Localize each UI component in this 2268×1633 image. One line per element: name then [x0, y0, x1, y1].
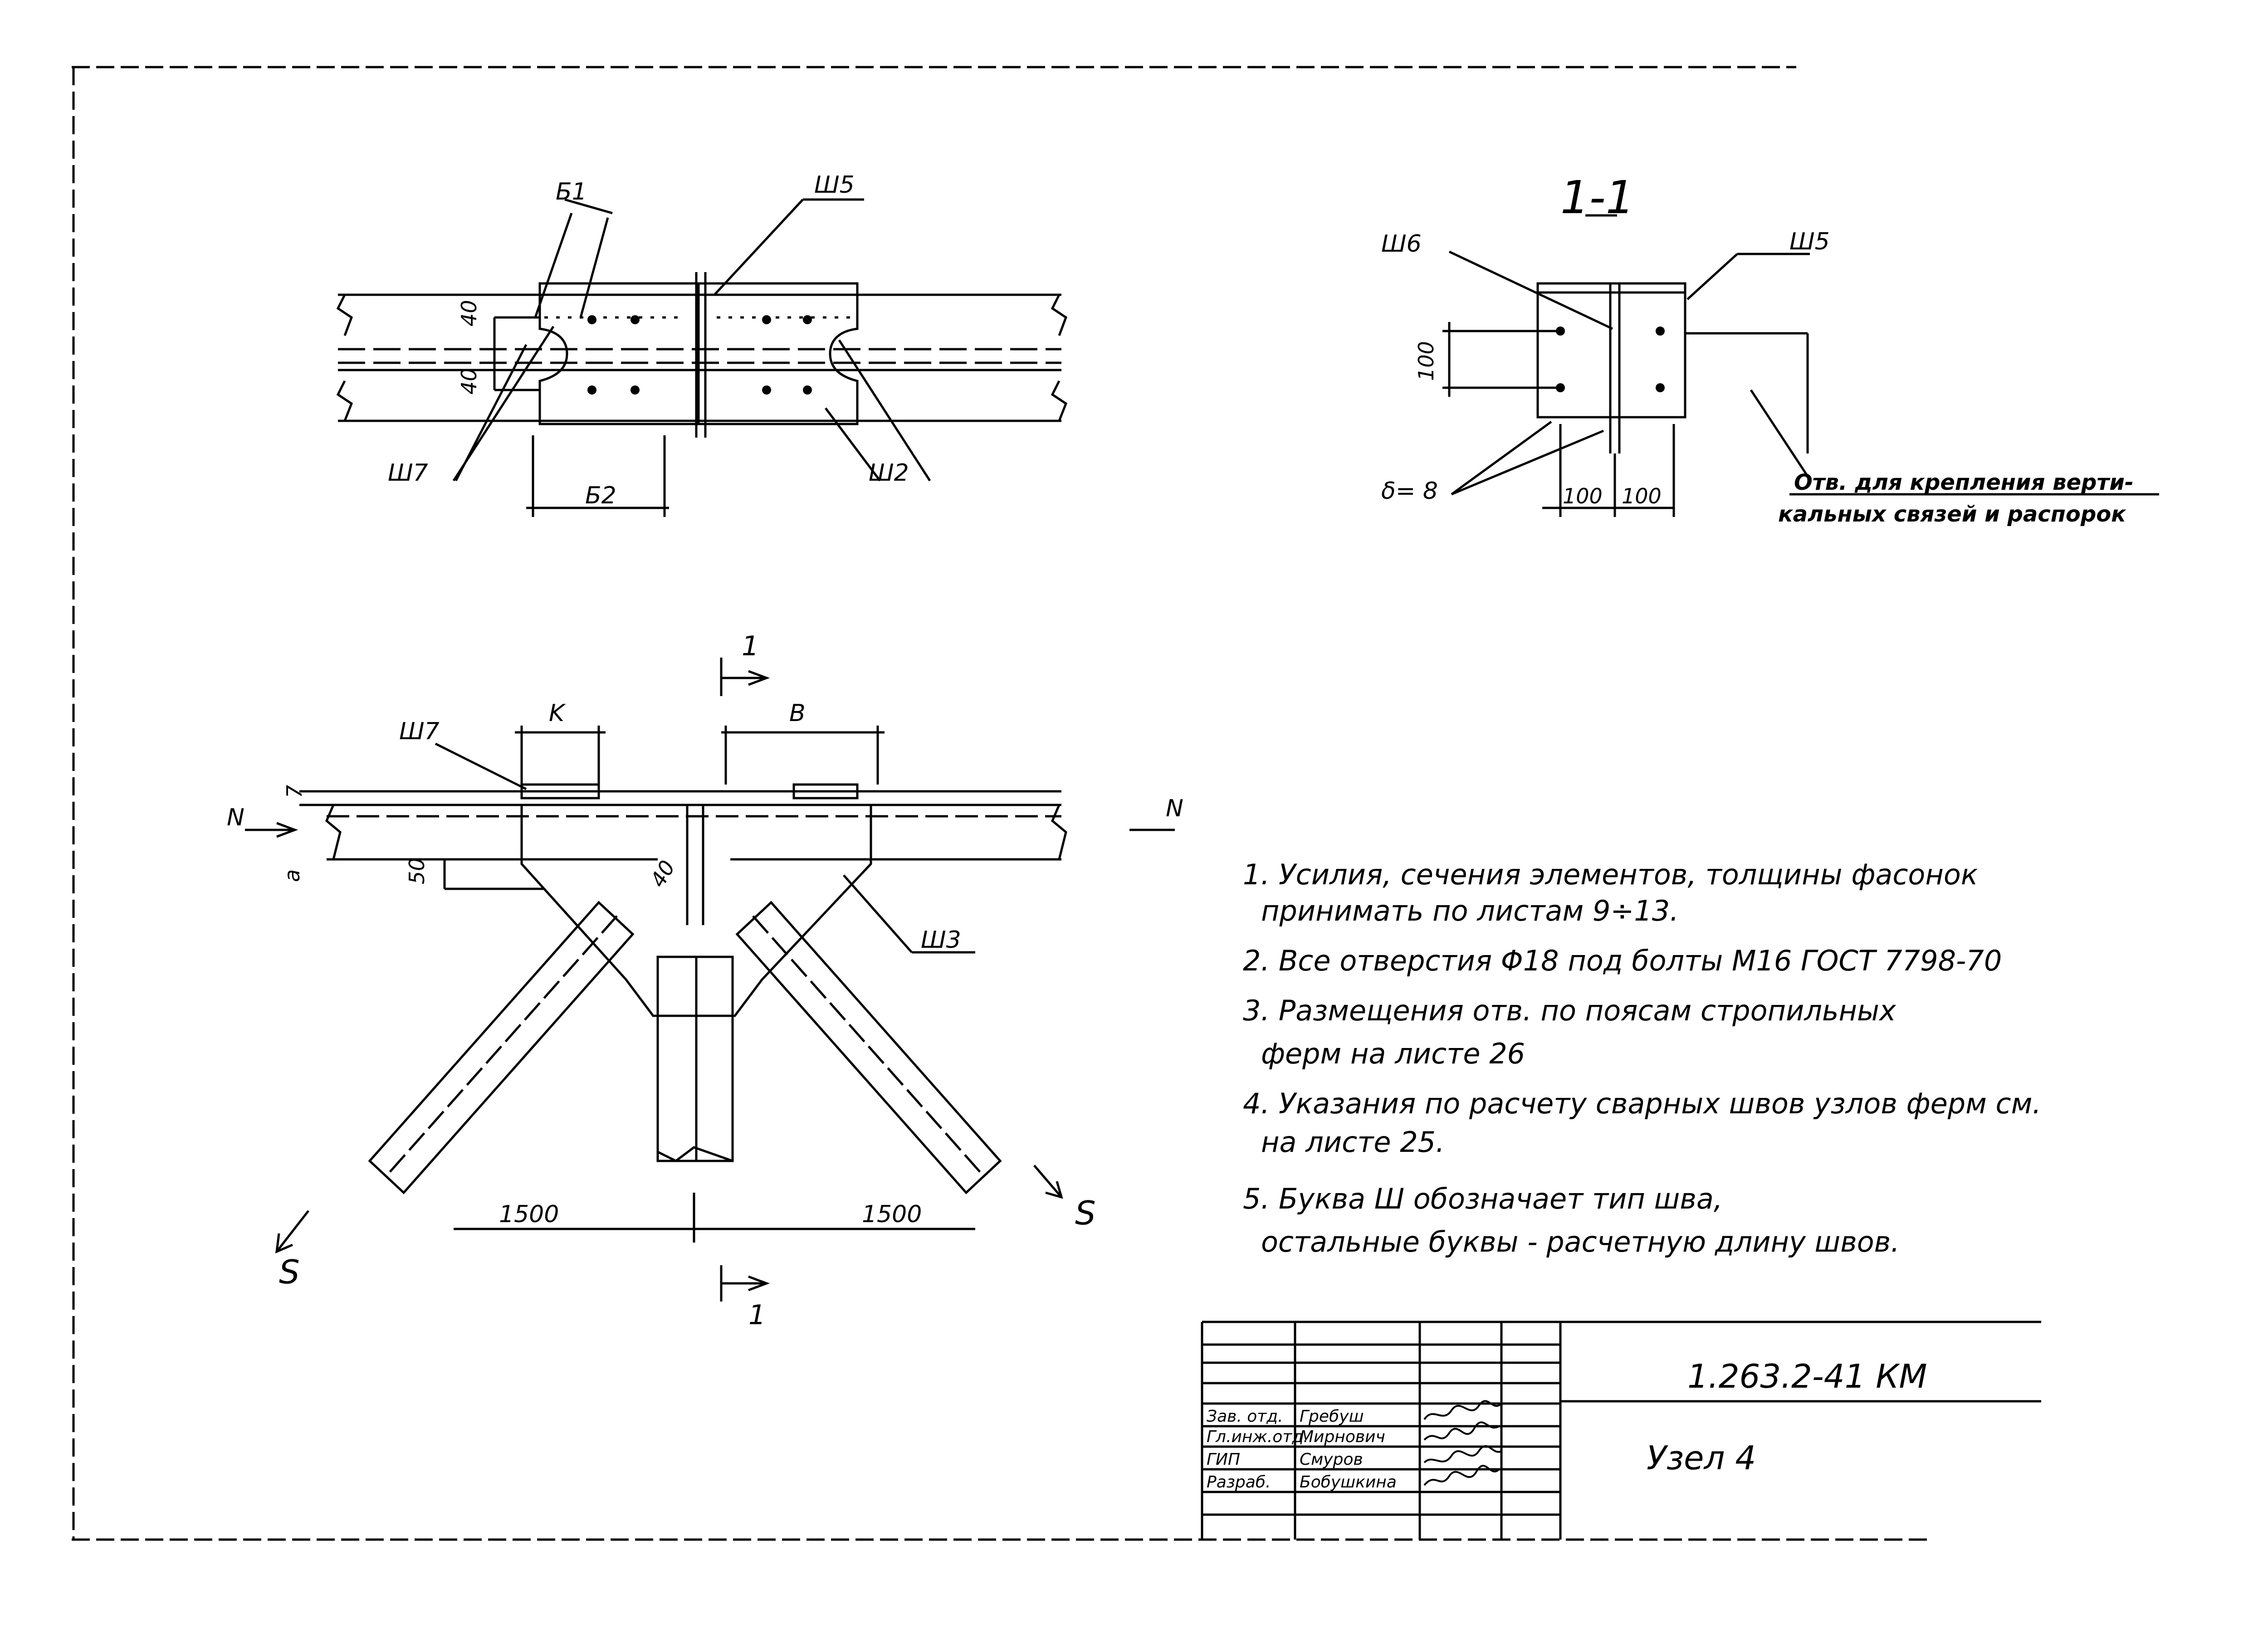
note-line: 4. Указания по расчету сварных швов узло… [1243, 1087, 2041, 1120]
note-line: 5. Буква Ш обозначает тип шва, [1243, 1182, 1723, 1215]
force-n-left-label: N [227, 804, 244, 831]
document-code: 1.263.2-41 КМ [1687, 1357, 1927, 1395]
title-block [1201, 1321, 2041, 1540]
note-line: остальные буквы - расчетную длину швов. [1261, 1225, 1900, 1258]
tb-role: ГИП [1207, 1450, 1240, 1469]
note-line: на листе 25. [1261, 1126, 1445, 1159]
dim-100-left-label: 100 [1563, 484, 1603, 508]
signatures [1423, 1400, 1502, 1486]
holes-note-line-1: Отв. для крепления верти- [1794, 470, 2134, 495]
force-s-right-label: S [1075, 1194, 1096, 1232]
force-s-left-label: S [279, 1253, 300, 1291]
dim-40-node-label: 40 [645, 856, 680, 892]
tb-name: Гребуш [1300, 1407, 1364, 1426]
weld-w2-label: Ш2 [869, 459, 909, 487]
chord-splice-view [336, 198, 1068, 517]
force-n-right-label: N [1166, 795, 1183, 822]
truss-node-view [245, 658, 1175, 1302]
weld-w7-label: Ш7 [388, 459, 428, 487]
note-line: 3. Размещения отв. по поясам стропильных [1243, 994, 1897, 1027]
tb-name: Смуров [1300, 1450, 1363, 1469]
sheet-name: Узел 4 [1647, 1439, 1756, 1477]
sheet-frame [72, 66, 1932, 1541]
tb-role: Зав. отд. [1207, 1407, 1283, 1426]
note-line: принимать по листам 9÷13. [1261, 894, 1679, 927]
dim-b-label: B [789, 700, 806, 727]
section-weld-w5-label: Ш5 [1789, 228, 1830, 255]
section-1-1-title: 1-1 [1560, 171, 1634, 224]
note-line: ферм на листе 26 [1261, 1037, 1525, 1070]
dim-1500-left-label: 1500 [499, 1201, 559, 1228]
dim-100-vertical-label: 100 [1414, 341, 1438, 381]
dim-k-label: K [549, 700, 566, 727]
weld-w6-label: Ш6 [1381, 230, 1422, 258]
tb-name: Бобушкина [1300, 1473, 1397, 1492]
node-weld-w7-label: Ш7 [399, 718, 440, 745]
note-line: 2. Все отверстия Φ18 под болты М16 ГОСТ … [1243, 944, 2002, 977]
general-notes: 1. Усилия, сечения элементов, толщины фа… [1243, 858, 2041, 1258]
dim-b1-label: Б1 [556, 178, 587, 205]
tb-role: Разраб. [1207, 1473, 1271, 1492]
tb-role: Гл.инж.отд. [1207, 1428, 1309, 1446]
weld-w3-label: Ш3 [921, 926, 961, 954]
weld-w5-label: Ш5 [814, 171, 855, 199]
section-mark-top: 1 [742, 630, 759, 662]
note-line: 1. Усилия, сечения элементов, толщины фа… [1243, 858, 1978, 891]
section-mark-bottom: 1 [748, 1299, 766, 1331]
dim-40-bottom-label: 40 [457, 368, 481, 395]
holes-note-line-2: кальных связей и распорок [1778, 502, 2126, 527]
dim-50-label: 50 [405, 858, 429, 884]
dim-a-label: a [280, 869, 304, 882]
dim-100-right-label: 100 [1622, 484, 1662, 508]
plate-thickness-label: δ= 8 [1381, 478, 1438, 505]
dim-b2-label: Б2 [585, 482, 616, 509]
dim-1500-right-label: 1500 [862, 1201, 922, 1228]
section-1-1-view [1442, 214, 2159, 517]
dim-40-top-label: 40 [457, 300, 481, 327]
dim-7-label: 7 [282, 785, 307, 798]
tb-name: Мирнович [1300, 1428, 1385, 1446]
